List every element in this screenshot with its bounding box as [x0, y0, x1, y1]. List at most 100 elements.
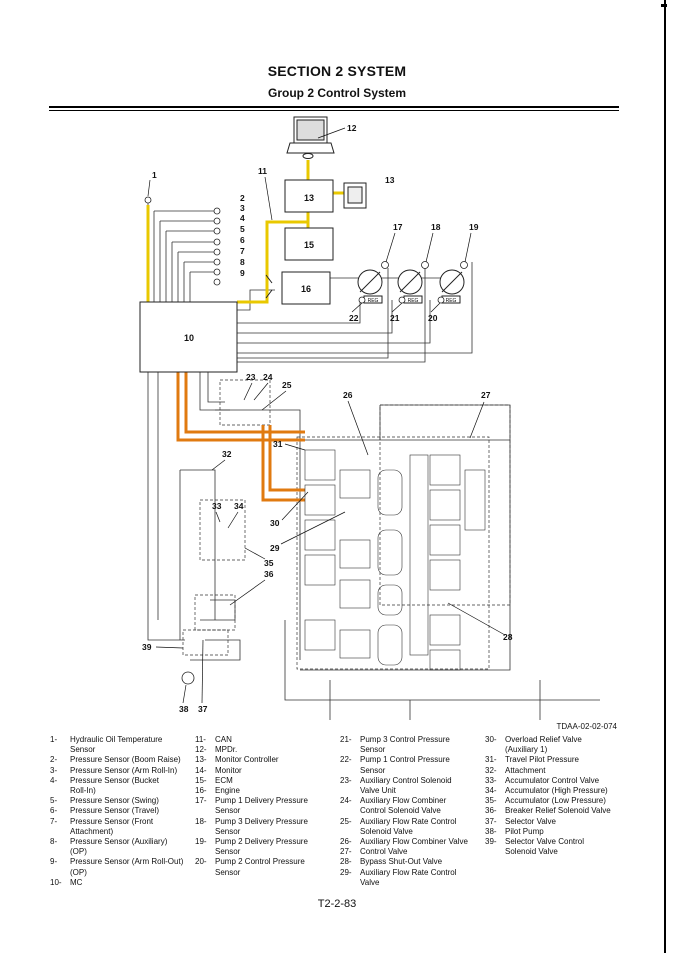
mc-box: [139, 301, 238, 373]
callout-39: 39: [142, 642, 152, 652]
callout-leader-26: [347, 400, 369, 456]
legend-item: 30-Overload Relief Valve (Auxiliary 1): [485, 735, 630, 755]
legend-item-number: 12-: [195, 745, 207, 755]
legend-item-number: 30-: [485, 735, 497, 744]
page-edge-mark: [661, 4, 667, 7]
engine-label: 16: [301, 284, 311, 294]
callout-33: 33: [212, 501, 222, 511]
legend-item-label: Pressure Sensor (Bucket Roll-In): [70, 775, 159, 796]
callout-leader-31: [284, 443, 306, 451]
legend-item-number: 9-: [50, 857, 58, 867]
legend-item: 4-Pressure Sensor (Bucket Roll-In): [50, 776, 195, 796]
callout-27: 27: [481, 390, 491, 400]
legend-item: 2-Pressure Sensor (Boom Raise): [50, 755, 195, 765]
callout-38: 38: [179, 704, 189, 714]
ecm-label: 15: [304, 240, 314, 250]
callout-4: 4: [240, 213, 245, 223]
legend-item: 3-Pressure Sensor (Arm Roll-In): [50, 766, 195, 776]
callout-32: 32: [222, 449, 232, 459]
callout-leader-32: [211, 459, 226, 471]
legend-item-number: 39-: [485, 837, 497, 847]
legend-item-number: 1-: [50, 735, 58, 744]
callout-29: 29: [270, 543, 280, 553]
legend-item-label: Bypass Shut-Out Valve: [360, 857, 443, 867]
legend-item-label: Selector Valve: [505, 816, 556, 826]
legend-item-number: 32-: [485, 765, 497, 775]
legend-item-number: 13-: [195, 755, 207, 765]
callout-23: 23: [246, 372, 256, 382]
legend-item: 27-Control Valve: [340, 847, 485, 857]
legend-item-number: 29-: [340, 867, 352, 877]
callout-leader-33: [215, 511, 221, 523]
legend-item-label: Auxiliary Flow Rate Control Solenoid Val…: [360, 816, 457, 836]
legend-item: 38- Pilot Pump: [485, 827, 630, 837]
callout-leader-37: [201, 639, 204, 704]
legend-item-label: Pressure Sensor (Arm Roll-In): [70, 765, 178, 775]
legend-item-label: Pump 1 Delivery Pressure Sensor: [215, 796, 308, 816]
legend-item-label: Auxiliary Flow Combiner Control Solenoid…: [360, 796, 447, 816]
legend-item: 39-Selector Valve Control Solenoid Valve: [485, 837, 630, 857]
legend-item-number: 10-: [50, 877, 62, 887]
legend-item-label: MC: [70, 877, 83, 887]
legend-item-label: CAN: [215, 735, 232, 744]
callout-9: 9: [240, 268, 245, 278]
legend-item-label: Control Valve: [360, 847, 408, 857]
legend-item: 12-MPDr.: [195, 745, 340, 755]
legend-item: 34-Accumulator (High Pressure): [485, 786, 630, 796]
legend-item-label: Accumulator (Low Pressure): [505, 796, 606, 806]
callout-17: 17: [393, 222, 403, 232]
legend-item-number: 33-: [485, 775, 497, 785]
legend-item: 33-Accumulator Control Valve: [485, 776, 630, 786]
callout-37: 37: [198, 704, 208, 714]
engine-box: [281, 271, 331, 305]
legend-item-label: Pressure Sensor (Travel): [70, 806, 160, 816]
legend-item-label: Engine: [215, 786, 240, 796]
control-system-diagram: REG REG REG 10 13 15 16 1234567891112131…: [139, 116, 600, 720]
legend-item-number: 17-: [195, 796, 207, 806]
legend-item-label: Attachment: [505, 765, 546, 775]
callout-2: 2: [240, 193, 245, 203]
callout-20: 20: [428, 313, 438, 323]
legend-item: 18-Pump 3 Delivery Pressure Sensor: [195, 817, 340, 837]
legend-item-number: 6-: [50, 806, 58, 816]
callout-leader-39: [155, 646, 184, 649]
callout-leader-29: [280, 511, 346, 545]
legend-item-number: 31-: [485, 755, 497, 765]
legend-item-label: Pump 3 Delivery Pressure Sensor: [215, 816, 308, 836]
callout-leader-12: [317, 127, 346, 139]
legend-item: 36-Breaker Relief Solenoid Valve: [485, 806, 630, 816]
legend-item-label: Hydraulic Oil Temperature Sensor: [70, 735, 163, 755]
legend-item-number: 21-: [340, 735, 352, 744]
legend-item-number: 24-: [340, 796, 352, 806]
callout-21: 21: [390, 313, 400, 323]
legend-item: 16-Engine: [195, 786, 340, 796]
legend-item-label: Pilot Pump: [505, 826, 544, 836]
legend-item: 8-Pressure Sensor (Auxiliary) (OP): [50, 837, 195, 857]
callout-leader-17: [385, 232, 396, 263]
legend-item: 10- MC: [50, 878, 195, 888]
legend-item-number: 19-: [195, 837, 207, 847]
legend-item-label: Pressure Sensor (Arm Roll-Out) (OP): [70, 857, 184, 877]
group-title: Group 2 Control System: [267, 86, 407, 100]
legend-item: 13-Monitor Controller: [195, 755, 340, 765]
callout-19: 19: [469, 222, 479, 232]
laptop-icon: [286, 116, 335, 159]
legend-item-label: Auxiliary Flow Combiner Valve: [360, 837, 468, 847]
callout-1: 1: [152, 170, 157, 180]
callout-8: 8: [240, 257, 245, 267]
legend-item-label: Breaker Relief Solenoid Valve: [505, 806, 611, 816]
legend-item: 19-Pump 2 Delivery Pressure Sensor: [195, 837, 340, 857]
legend-item-label: ECM: [215, 775, 233, 785]
legend-item-number: 28-: [340, 857, 352, 867]
callout-leader-24: [253, 382, 269, 401]
callout-leader-28: [447, 602, 506, 636]
callout-leader-25: [261, 390, 287, 411]
callout-leader-30: [281, 491, 309, 521]
callout-6: 6: [240, 235, 245, 245]
legend-item-number: 38-: [485, 826, 497, 836]
legend-item-number: 7-: [50, 816, 58, 826]
header-rule: [49, 106, 619, 108]
legend-item-number: 11-: [195, 735, 206, 744]
